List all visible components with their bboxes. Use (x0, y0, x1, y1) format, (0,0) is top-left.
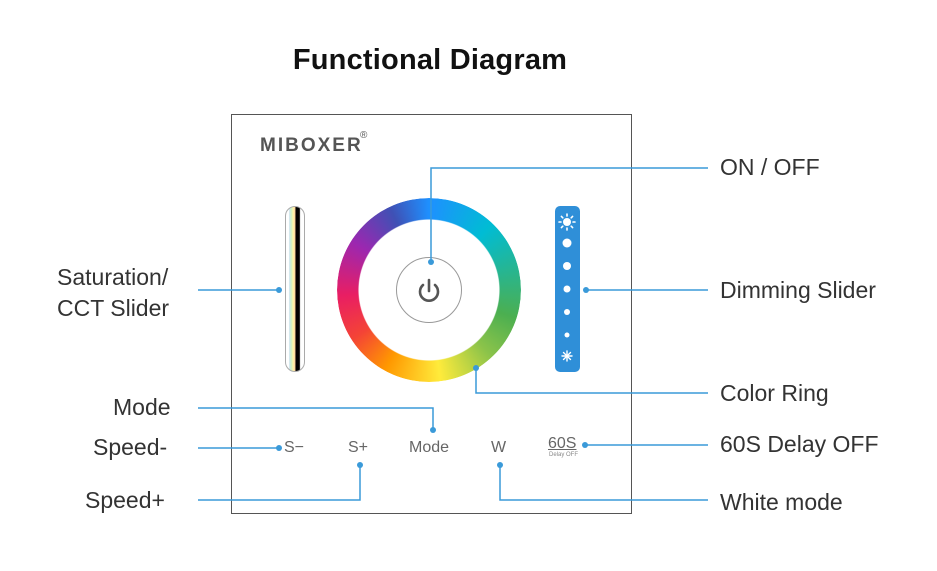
leader-white-mode (499, 465, 708, 501)
dimming-dot (564, 332, 570, 338)
label-on-off: ON / OFF (720, 154, 820, 180)
leader-on-off (430, 167, 708, 262)
label-cct-slider: CCT Slider (57, 295, 170, 321)
registered-mark: ® (360, 130, 368, 141)
brightness-low-icon (561, 350, 573, 362)
label-dimming-slider: Dimming Slider (720, 277, 876, 303)
delay-off-sublabel: Delay OFF (549, 452, 579, 458)
label-speed-plus: Speed+ (85, 487, 165, 513)
speed-plus-button[interactable]: S+ (348, 439, 369, 456)
delay-off-button[interactable]: 60S (548, 435, 577, 452)
label-speed-minus: Speed- (93, 434, 168, 460)
leader-mode (198, 407, 434, 430)
dimming-dot (563, 285, 571, 293)
speed-minus-button[interactable]: S− (284, 439, 305, 456)
white-mode-button[interactable]: W (491, 439, 507, 456)
dimming-dot (562, 238, 572, 248)
label-delay-off: 60S Delay OFF (720, 431, 879, 457)
dimming-dot (563, 262, 571, 270)
saturation-cct-slider[interactable] (285, 206, 305, 372)
mode-button[interactable]: Mode (409, 439, 450, 456)
page-title: Functional Diagram (292, 44, 568, 76)
power-icon (418, 278, 440, 302)
dimming-dot (564, 309, 570, 315)
label-saturation: Saturation/ (57, 264, 169, 290)
label-mode: Mode (113, 394, 171, 420)
leader-color-ring (475, 368, 708, 394)
brand-logo: MIBOXER (260, 135, 363, 156)
label-white-mode: White mode (720, 489, 843, 515)
leader-speed-plus (198, 465, 361, 501)
label-color-ring: Color Ring (720, 380, 829, 406)
brightness-high-icon (558, 213, 576, 231)
